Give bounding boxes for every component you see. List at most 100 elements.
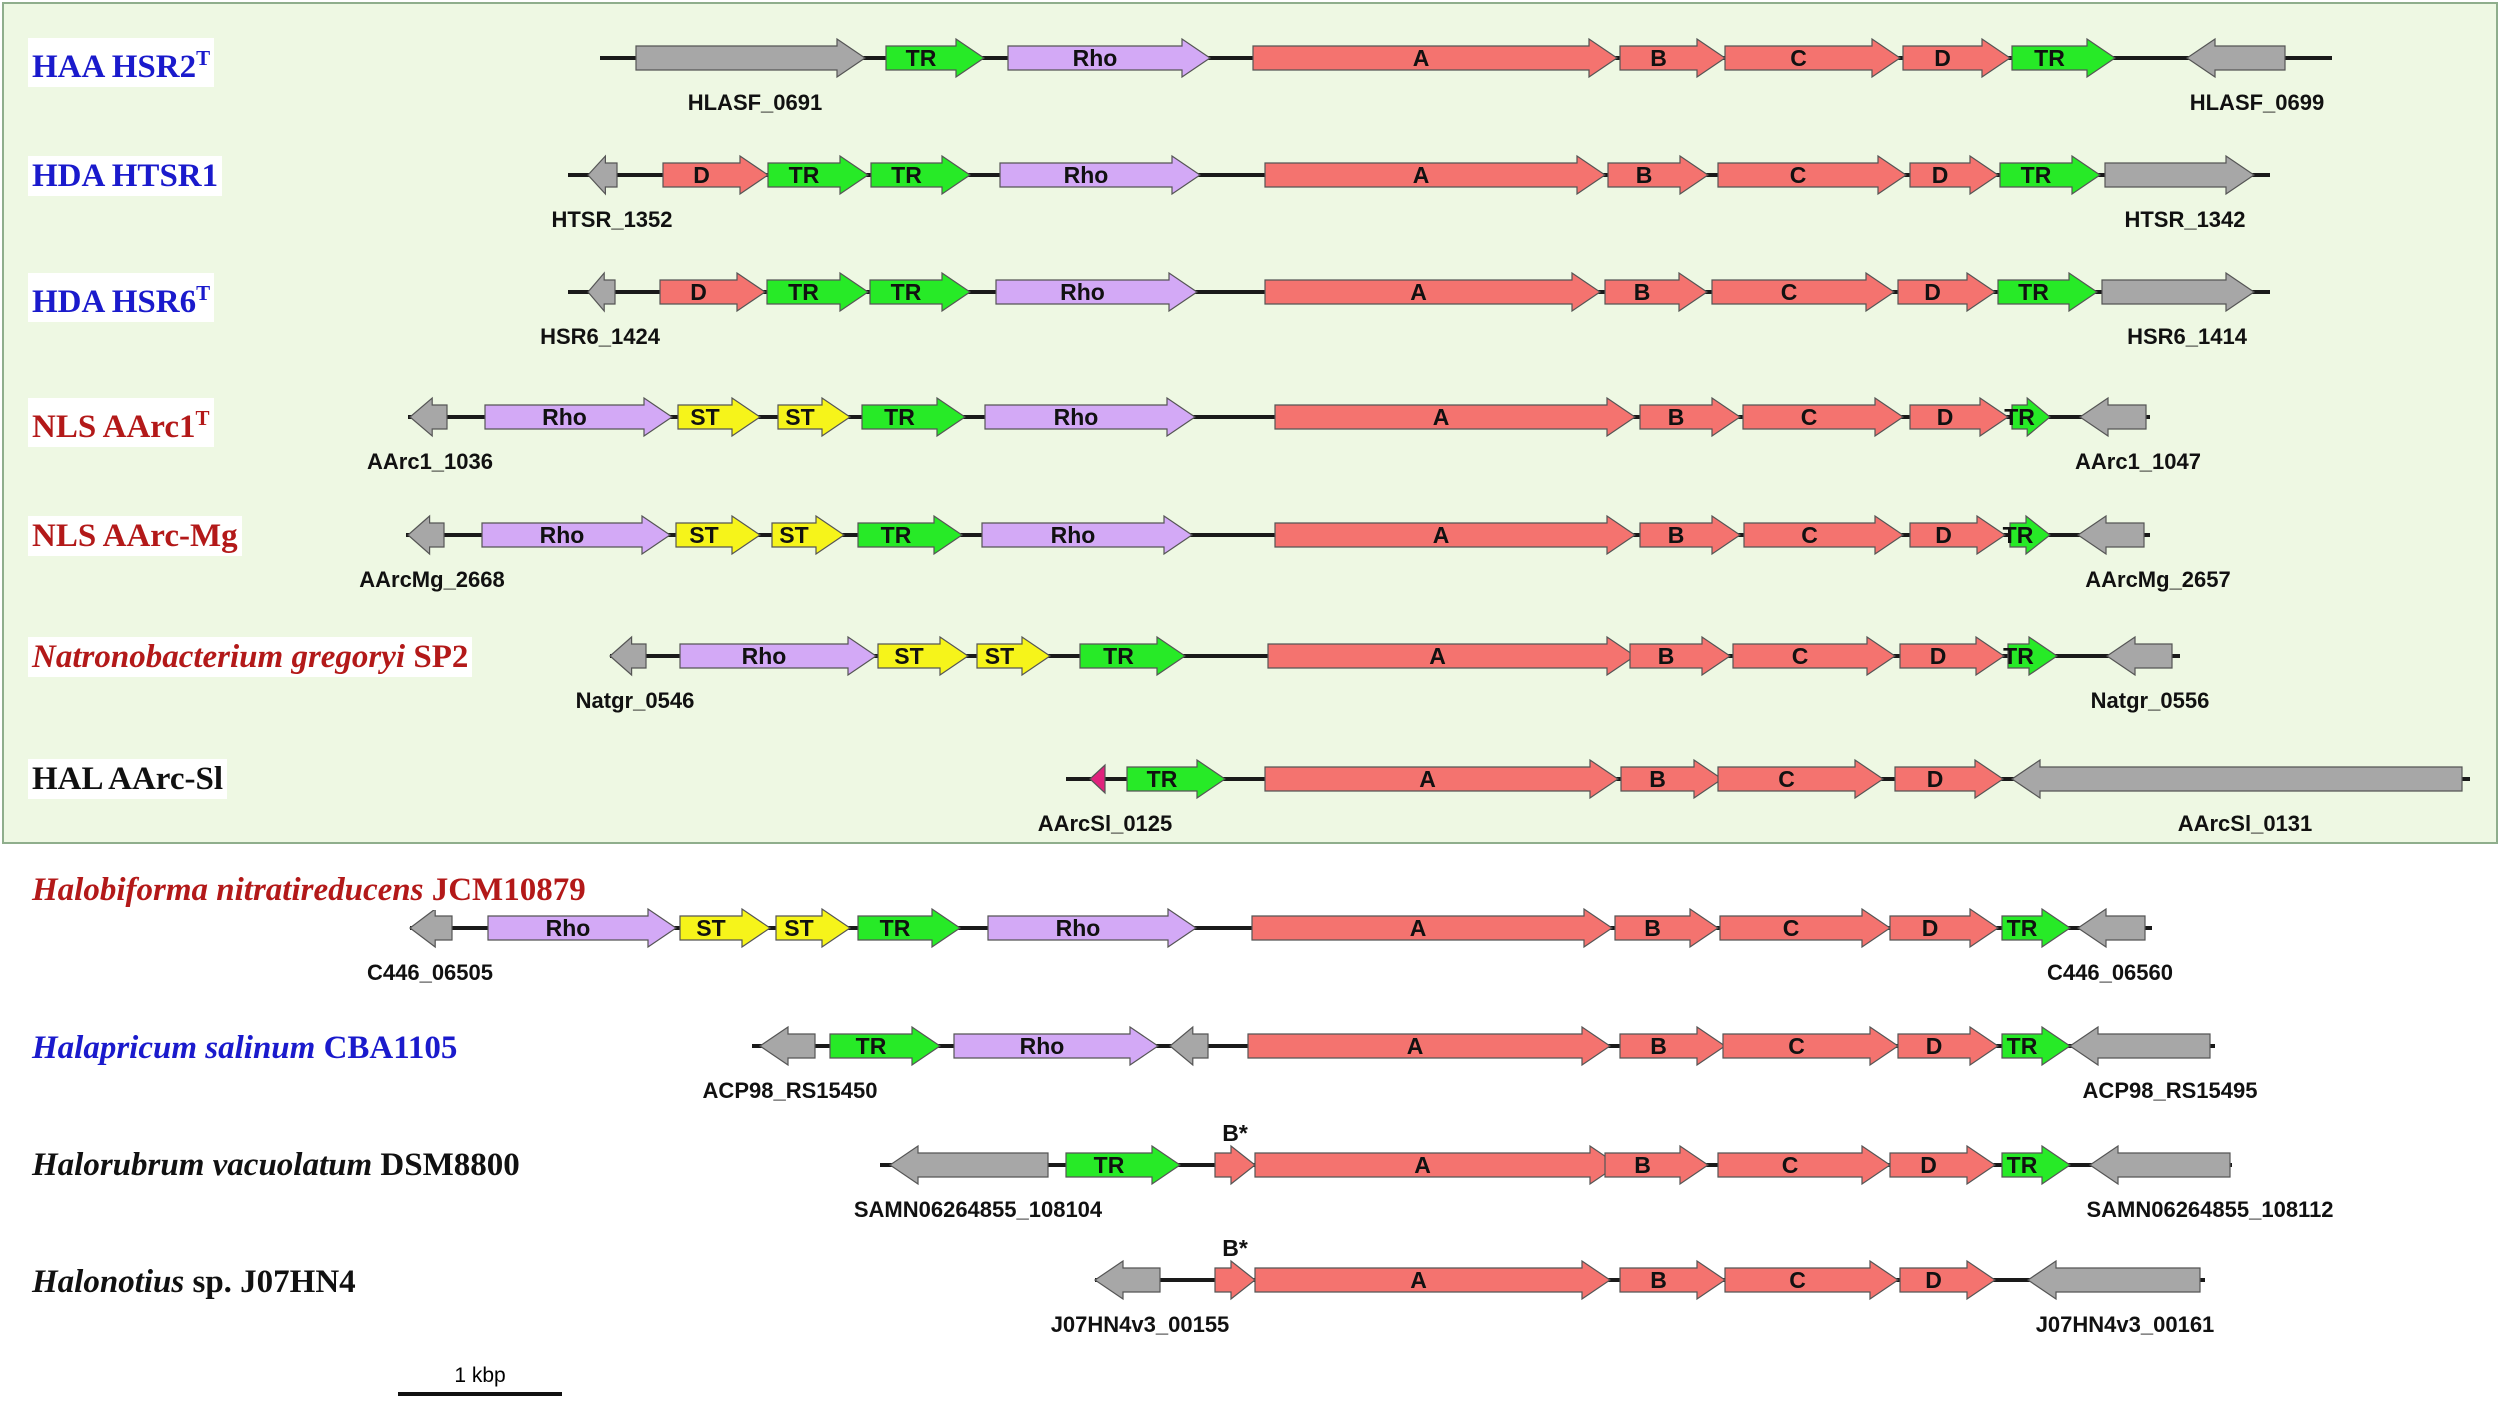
- organism-label: Halonotius sp. J07HN4: [28, 1262, 360, 1302]
- gene-shape: [1264, 154, 1607, 196]
- gene-shape: [675, 514, 762, 556]
- gene-shape: [1629, 635, 1732, 677]
- gene-label: A: [1433, 522, 1450, 548]
- gene-arrow-structural: D: [1902, 37, 2012, 79]
- gene-shape: [1894, 758, 2005, 800]
- gene-label: B: [1668, 404, 1685, 430]
- gene-shape: [659, 271, 767, 313]
- gene-shape: [885, 37, 986, 79]
- gene-label: C: [1801, 522, 1818, 548]
- gene-shape: [1909, 396, 2010, 438]
- gene-arrow-flank: [1093, 1259, 1161, 1301]
- gene-label: B: [1650, 1033, 1667, 1059]
- gene-shape: [869, 271, 972, 313]
- locus-tag-right: J07HN4v3_00161: [2036, 1312, 2215, 1337]
- organism-label: HAA HSR2T: [28, 38, 215, 87]
- locus-tag-right: HSR6_1414: [2127, 324, 2248, 349]
- gene-label: TR: [2007, 1033, 2038, 1059]
- strain-name: SP2: [413, 639, 469, 675]
- strain-name: JCM10879: [431, 872, 586, 908]
- gene-label: D: [1932, 162, 1949, 188]
- gene-label: Rho: [1054, 404, 1099, 430]
- gene-shape: [1614, 907, 1720, 949]
- gene-arrow-structural: B: [1620, 758, 1724, 800]
- organism-name: HAA HSR2: [32, 49, 197, 85]
- locus-tag-right: AArcSl_0131: [2178, 811, 2313, 836]
- gene-shape: [1126, 758, 1227, 800]
- gene-arrow-tr: TR: [2011, 37, 2117, 79]
- gene-shape: [409, 907, 453, 949]
- gene-label: A: [1410, 915, 1427, 941]
- gene-shape: [1620, 758, 1724, 800]
- gene-arrow-structural: D: [1909, 396, 2010, 438]
- gene-shape: [481, 514, 672, 556]
- gene-label: TR: [856, 1033, 887, 1059]
- gene-arrow-structural: C: [1724, 37, 1902, 79]
- gene-label: ST: [894, 643, 923, 669]
- gene-arrow-structural: C: [1717, 1144, 1892, 1186]
- gene-arrow-tr: TR: [2004, 396, 2051, 438]
- gene-arrow-structural: A: [1252, 37, 1619, 79]
- gene-arrow-flank: [2076, 514, 2145, 556]
- gene-label: C: [1781, 279, 1798, 305]
- organism-label: NLS AArc-Mg: [28, 516, 242, 556]
- strain-name: DSM8800: [380, 1147, 520, 1183]
- gene-arrow-small: [1089, 763, 1106, 795]
- gene-shape: [1619, 1259, 1727, 1301]
- gene-shape: [857, 907, 962, 949]
- locus-tag-left: J07HN4v3_00155: [1051, 1312, 1230, 1337]
- gene-label: ST: [785, 404, 814, 430]
- gene-label: B: [1650, 1267, 1667, 1293]
- locus-tag-left: HTSR_1352: [551, 207, 672, 232]
- gene-shape: [1639, 514, 1742, 556]
- locus-tag-left: AArcMg_2668: [359, 567, 505, 592]
- gene-shape: [2101, 271, 2256, 313]
- gene-marker-label: B*: [1222, 1235, 1248, 1261]
- gene-shape: [861, 396, 967, 438]
- gene-arrow-structural: D: [662, 154, 770, 196]
- gene-label: TR: [2003, 643, 2034, 669]
- gene-arrow-flank: [2104, 154, 2256, 196]
- gene-arrow-structural: C: [1743, 514, 1905, 556]
- gene-label: A: [1419, 766, 1436, 792]
- organism-label: NLS AArc1T: [28, 398, 214, 447]
- gene-arrow-rho: Rho: [995, 271, 1199, 313]
- strain-name: CBA1105: [323, 1030, 458, 1066]
- gene-label: TR: [891, 162, 922, 188]
- gene-shape: [1899, 635, 2006, 677]
- gene-arrow-structural: A: [1274, 514, 1637, 556]
- gene-arrow-flank: [409, 396, 448, 438]
- gene-arrow-tr: TR: [861, 396, 967, 438]
- gene-arrow-tr: TR: [2001, 907, 2072, 949]
- gene-shape: [2104, 154, 2256, 196]
- gene-label: Rho: [742, 643, 787, 669]
- gene-arrow-flank: [587, 271, 616, 313]
- gene-shape: [2011, 37, 2117, 79]
- gene-shape: [1093, 1259, 1161, 1301]
- species-name: Halonotius: [32, 1264, 185, 1300]
- gene-arrow-rho: Rho: [679, 635, 878, 677]
- gene-shape: [2078, 396, 2147, 438]
- gene-shape: [2088, 1144, 2231, 1186]
- gene-arrow-rho: Rho: [981, 514, 1194, 556]
- gene-arrow-structural: D: [1909, 514, 2007, 556]
- gene-shape: [1604, 1144, 1710, 1186]
- gene-arrow-structural: B: [1639, 514, 1742, 556]
- gene-shape: [1722, 1025, 1900, 1067]
- gene-shape: [2076, 907, 2146, 949]
- gene-arrow-structural: B: [1629, 635, 1732, 677]
- gene-label: Rho: [540, 522, 585, 548]
- gene-arrow-structural: B: [1619, 1025, 1727, 1067]
- gene-shape: [1252, 37, 1619, 79]
- gene-label: Rho: [1051, 522, 1096, 548]
- organism-name: NLS AArc-Mg: [32, 518, 238, 554]
- gene-shape: [1254, 1259, 1612, 1301]
- species-name: Halorubrum vacuolatum: [32, 1147, 373, 1183]
- gene-label: ST: [985, 643, 1014, 669]
